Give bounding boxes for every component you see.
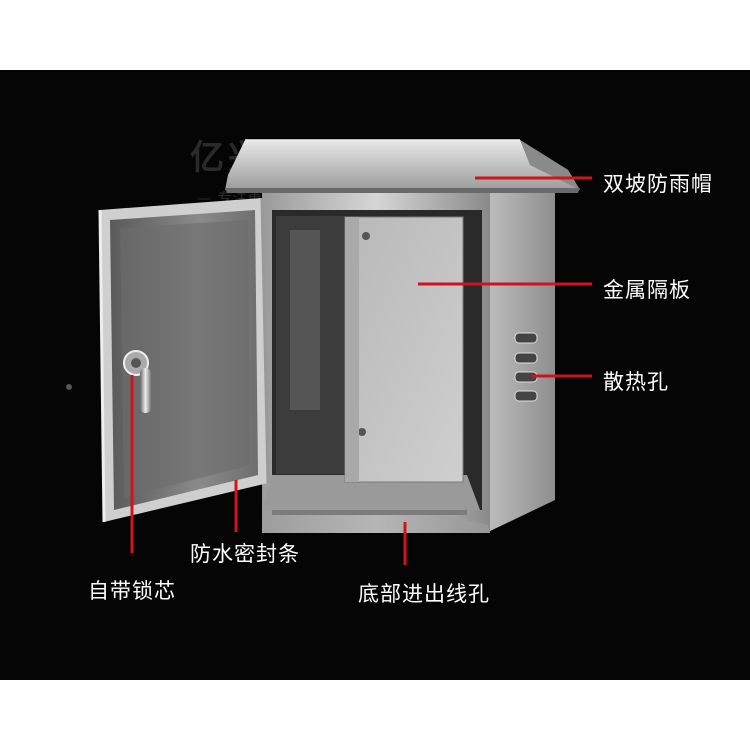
label-bottom-holes: 底部进出线孔 — [358, 582, 490, 606]
cabinet-illustration — [98, 139, 592, 565]
pointer-lines — [130, 176, 592, 565]
lock-handle — [123, 350, 151, 413]
product-photo: 亿兴安防 — 专注更专业 — [0, 70, 750, 680]
stray-dot — [66, 384, 72, 390]
label-metal-plate: 金属隔板 — [603, 278, 691, 302]
label-lock-core: 自带锁芯 — [88, 579, 176, 603]
vent-holes — [514, 332, 538, 402]
cabinet-interior — [262, 216, 480, 515]
open-door — [98, 197, 270, 523]
metal-plate — [344, 216, 464, 483]
label-seal-strip: 防水密封条 — [190, 542, 300, 566]
rain-cap — [225, 139, 580, 193]
label-vent-holes: 散热孔 — [603, 370, 669, 394]
label-rain-cap: 双坡防雨帽 — [603, 172, 713, 196]
